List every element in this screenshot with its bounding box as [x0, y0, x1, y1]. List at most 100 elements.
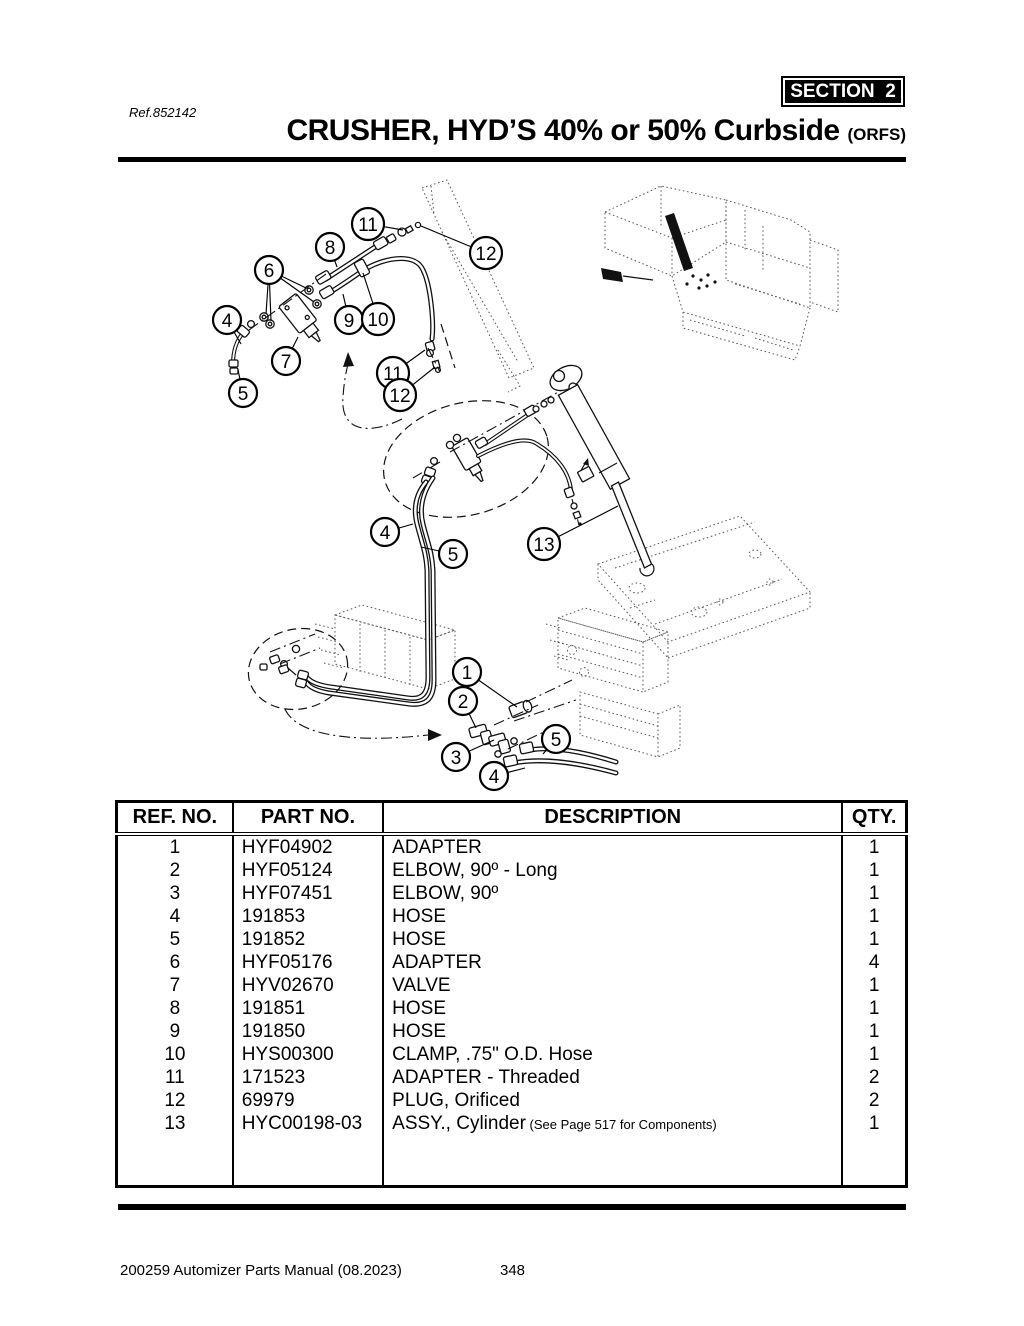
description-cell: ADAPTER - Threaded: [382, 1066, 843, 1089]
description-cell: HOSE: [382, 928, 843, 951]
callout-10: [360, 301, 396, 337]
callout-label: 6: [264, 261, 275, 282]
cylinder-13: [549, 364, 655, 577]
page-footer: 200259 Automizer Parts Manual (08.2023) …: [120, 1262, 908, 1279]
callout-label: 8: [325, 238, 336, 259]
description-cell: ELBOW, 90º - Long: [382, 859, 843, 882]
callout-5: [437, 538, 469, 570]
cylinder-bracket: [577, 466, 595, 483]
plug-12-top: [414, 221, 422, 229]
callout-5: [540, 723, 572, 755]
section-badge: SECTION 2: [781, 76, 905, 107]
page-title: CRUSHER, HYD’S 40% or 50% Curbside (ORFS…: [286, 114, 906, 148]
title-suffix: (ORFS): [847, 125, 906, 144]
callout-8: [314, 231, 346, 263]
callout-label: 4: [489, 767, 500, 788]
base-weldment-sketch: [597, 515, 811, 660]
callout-label: 11: [358, 215, 378, 236]
callout-label: 5: [238, 384, 249, 405]
callout-4: [369, 516, 401, 548]
callout-label: 13: [533, 535, 554, 556]
footer-rule: [118, 1204, 906, 1210]
callout-label: 7: [281, 352, 292, 373]
callout-label: 3: [451, 748, 462, 769]
adapter-1: [508, 699, 533, 719]
description-cell: CLAMP, .75" O.D. Hose: [382, 1043, 843, 1066]
callout-4: [211, 304, 243, 336]
footer-manual-title: 200259 Automizer Parts Manual (08.2023): [120, 1262, 402, 1279]
description-note: (See Page 517 for Components): [525, 1116, 717, 1132]
callout-13: [526, 526, 562, 562]
callout-6: [253, 254, 285, 286]
elbow-3: [488, 732, 512, 755]
doc-ref: Ref.852142: [129, 105, 197, 120]
clamp-10: [353, 258, 371, 278]
hose-5-detail: [476, 438, 573, 492]
valve-7: [278, 293, 321, 343]
callout-3: [440, 741, 472, 773]
description-cell: ADAPTER: [382, 834, 843, 859]
detail-arrow-right: [428, 729, 442, 741]
callout-label: 9: [344, 311, 355, 332]
table-header-row: REF. NO. PART NO. DESCRIPTION QTY.: [116, 801, 907, 836]
lower-balloon: [247, 627, 442, 741]
boom-sketch: [421, 179, 535, 393]
title-text: CRUSHER, HYD’S 40% or 50% Curbside: [286, 114, 840, 147]
callout-11: [350, 206, 386, 242]
long-hoses: [279, 475, 437, 707]
callout-label: 10: [367, 310, 388, 331]
description-cell: HOSE: [382, 905, 843, 928]
callout-12: [382, 377, 418, 413]
footer-page-number: 348: [500, 1262, 526, 1279]
lower-cluster: [468, 679, 619, 776]
callout-2: [447, 685, 479, 717]
description-cell: HOSE: [382, 997, 843, 1020]
callout-5: [227, 377, 259, 409]
description-cell: ASSY., Cylinder (See Page 517 for Compon…: [382, 1112, 843, 1135]
callout-label: 12: [475, 244, 496, 265]
callout-label: 4: [380, 523, 391, 544]
callout-label: 5: [551, 730, 562, 751]
upper-assembly: [228, 221, 456, 375]
elbow-2: [468, 723, 494, 746]
truck-crusher-arm: [601, 268, 623, 282]
col-description: DESCRIPTION: [382, 801, 843, 836]
callout-label: 2: [458, 692, 469, 713]
valve-7-detail: [451, 437, 484, 483]
col-ref-no: REF. NO.: [116, 801, 233, 836]
description-cell: VALVE: [382, 974, 843, 997]
table-filler-row: [117, 1135, 907, 1187]
description-cell: HOSE: [382, 1020, 843, 1043]
detail-arrow-up: [343, 352, 354, 367]
callout-label: 5: [448, 545, 459, 566]
callout-1: [451, 656, 483, 688]
callout-4: [478, 760, 510, 792]
col-qty: QTY.: [841, 801, 907, 836]
truck-cylinder: [665, 213, 693, 271]
callout-label: 1: [462, 663, 473, 684]
callout-label: 4: [222, 311, 233, 332]
description-cell: ELBOW, 90º: [382, 882, 843, 905]
header-rule: [118, 157, 906, 162]
hose-4-long: [303, 479, 431, 701]
callout-label: 12: [389, 386, 410, 407]
